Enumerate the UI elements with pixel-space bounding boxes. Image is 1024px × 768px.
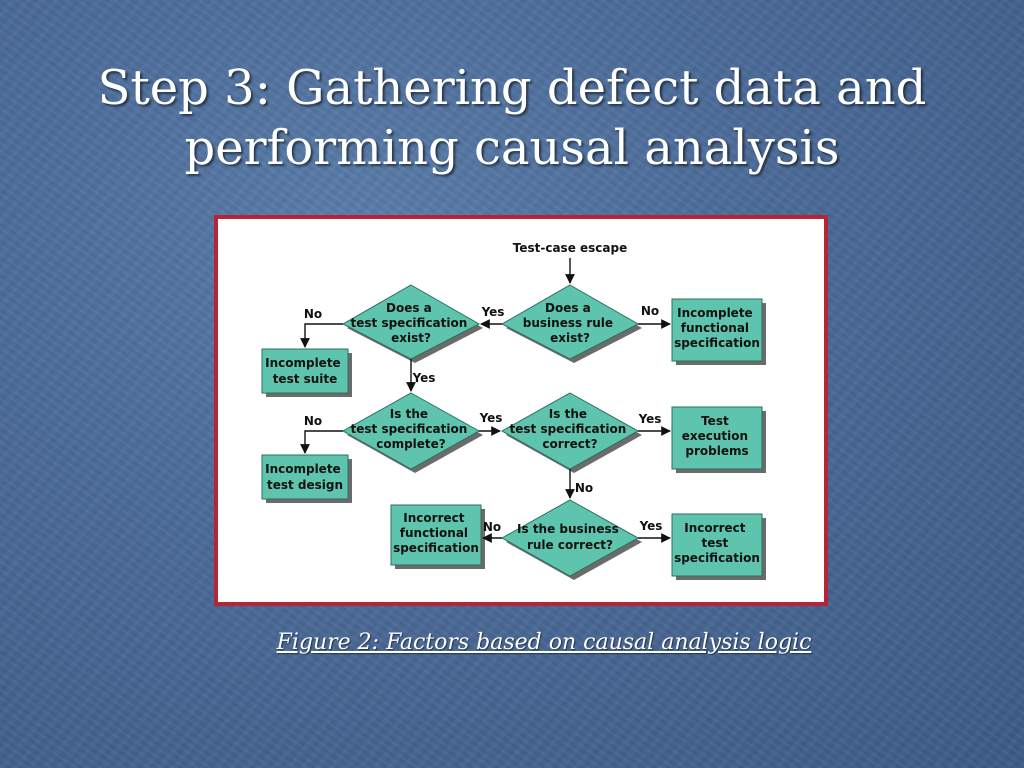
diamond-test-spec-exist-label: Does a test specification exist? <box>351 301 472 345</box>
box-incorrect-functional-spec <box>390 504 482 566</box>
diamond-business-rule-exist <box>500 284 640 360</box>
box-incomplete-test-suite-label: Incomplete test suite <box>265 356 345 386</box>
title-line-1: Step 3: Gathering defect data and <box>97 60 927 116</box>
start-label: Test-case escape <box>513 241 627 255</box>
edge-label-no: No <box>575 481 593 495</box>
edge-tse-no <box>300 323 343 348</box>
edge-label-yes: Yes <box>479 411 503 425</box>
edge-label-no: No <box>641 304 659 318</box>
edge-label-yes: Yes <box>639 519 663 533</box>
flowchart-figure: Test-case escape Does a business rule ex… <box>214 215 828 606</box>
edge-tsc-no <box>300 430 343 454</box>
figure-caption: Figure 2: Factors based on causal analys… <box>276 630 812 655</box>
diamond-business-rule-correct <box>500 499 640 577</box>
box-incomplete-test-suite <box>261 348 349 394</box>
edge-label-yes: Yes <box>638 412 662 426</box>
diamond-test-spec-complete-label: Is the test specification complete? <box>351 407 472 451</box>
diamond-business-rule-correct-label: Is the business rule correct? <box>517 522 623 552</box>
edge-label-yes: Yes <box>412 371 436 385</box>
flowchart-svg: Test-case escape Does a business rule ex… <box>261 241 766 580</box>
box-incomplete-functional-spec-label: Incomplete functional specification <box>674 306 760 350</box>
box-test-execution-problems-label: Test execution problems <box>682 414 753 458</box>
box-incomplete-test-design <box>261 454 349 500</box>
edge-label-no: No <box>483 520 501 534</box>
diamond-business-rule-exist-label: Does a business rule exist? <box>523 301 617 345</box>
edge-label-yes: Yes <box>481 305 505 319</box>
edge-label-no: No <box>304 307 322 321</box>
box-incorrect-test-spec <box>671 513 763 577</box>
edge-label-no: No <box>304 414 322 428</box>
box-incomplete-functional-spec <box>671 298 763 362</box>
box-test-execution-problems <box>671 406 763 470</box>
slide-title: Step 3: Gathering defect data and perfor… <box>40 58 984 178</box>
box-incomplete-test-design-label: Incomplete test design <box>265 462 345 492</box>
box-incorrect-test-spec-label: Incorrect test specification <box>674 521 760 565</box>
diamond-test-spec-correct-label: Is the test specification correct? <box>510 407 631 451</box>
title-line-2: performing causal analysis <box>184 120 840 176</box>
box-incorrect-functional-spec-label: Incorrect functional specification <box>393 511 479 555</box>
diamond-test-spec-complete <box>341 392 481 470</box>
